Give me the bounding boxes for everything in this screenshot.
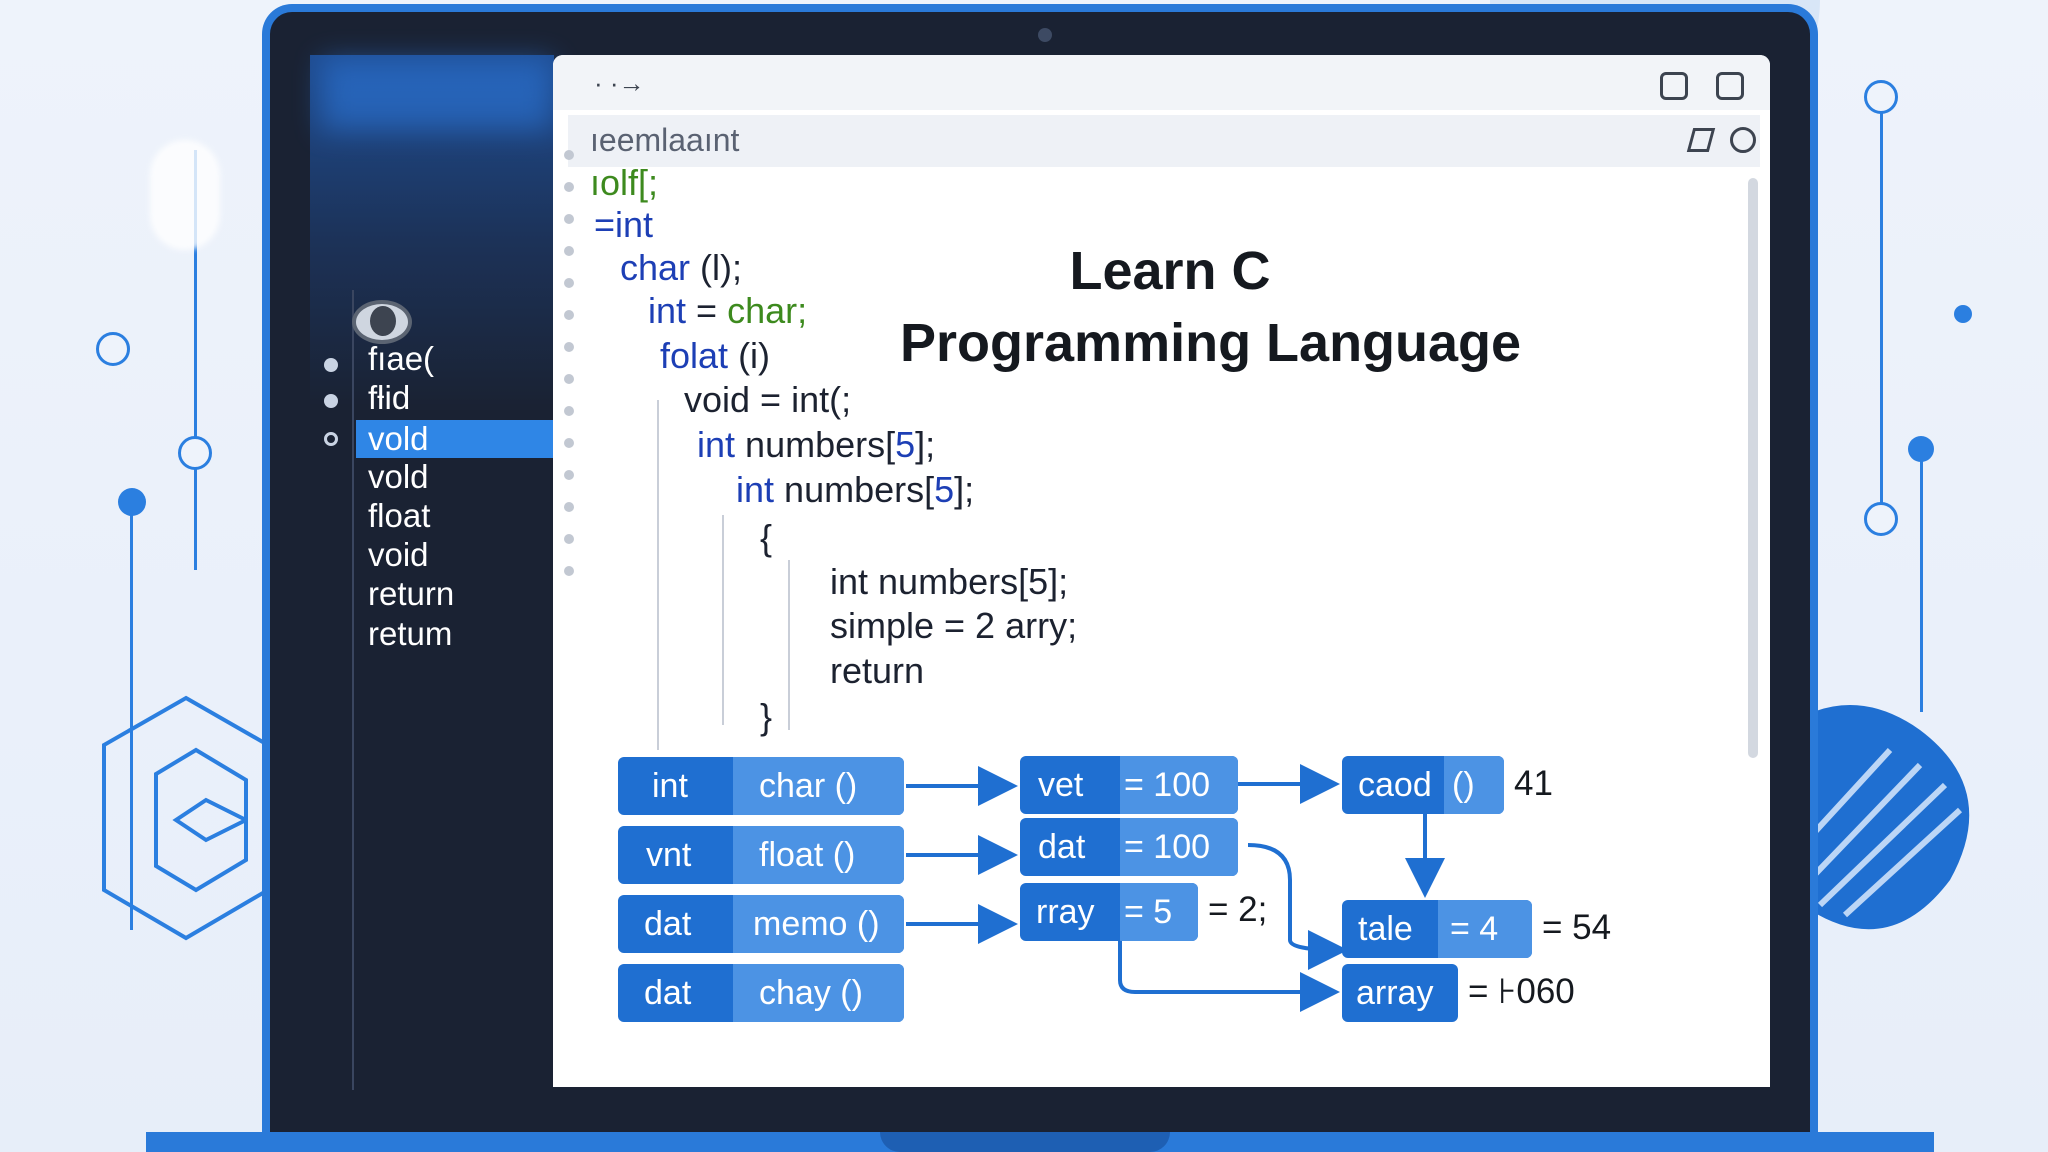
sidebar-item[interactable]: fıae( bbox=[368, 340, 435, 377]
sidebar-item-active[interactable]: vold bbox=[356, 420, 554, 458]
code-line[interactable]: char (l); bbox=[620, 247, 743, 288]
window-titlebar bbox=[553, 55, 1770, 110]
type-block[interactable]: dat chay () bbox=[618, 964, 904, 1022]
variable-block[interactable]: array bbox=[1342, 964, 1458, 1022]
indent-guide bbox=[722, 515, 724, 725]
tab-title[interactable]: ıeemlaaınt bbox=[590, 122, 740, 158]
indent-guide bbox=[788, 560, 790, 730]
sidebar-bullet bbox=[324, 394, 338, 408]
variable-block[interactable]: dat = 100 bbox=[1020, 818, 1238, 876]
variable-block[interactable]: vet = 100 bbox=[1020, 756, 1238, 814]
webcam-icon bbox=[1038, 28, 1052, 42]
diagram-annotation: 41 bbox=[1514, 764, 1553, 803]
code-line[interactable]: =int bbox=[594, 204, 654, 245]
decor-ring bbox=[96, 332, 130, 366]
code-line[interactable]: int numbers[5]; bbox=[697, 424, 936, 465]
laptop-hinge bbox=[880, 1132, 1170, 1152]
decor-line bbox=[1880, 100, 1883, 520]
sidebar-item[interactable]: vold bbox=[368, 458, 429, 495]
sidebar-divider bbox=[352, 290, 354, 1090]
eye-pupil bbox=[370, 306, 396, 336]
sidebar-item[interactable]: float bbox=[368, 497, 431, 534]
code-line[interactable]: void = int(; bbox=[684, 379, 852, 420]
decor-ring bbox=[1864, 80, 1898, 114]
diagram-annotation: = 2; bbox=[1208, 890, 1268, 929]
page-title: Learn C bbox=[1069, 241, 1271, 301]
sidebar-item[interactable]: retum bbox=[368, 615, 453, 652]
sidebar-bullet bbox=[324, 358, 338, 372]
sidebar-item[interactable]: return bbox=[368, 575, 455, 612]
tab-bar bbox=[568, 115, 1760, 167]
code-line[interactable]: simple = 2 arry; bbox=[830, 605, 1078, 646]
light-glare bbox=[150, 140, 220, 250]
code-line[interactable]: int numbers[5]; bbox=[830, 561, 1069, 602]
code-line[interactable]: { bbox=[760, 517, 773, 558]
type-block[interactable]: vnt float () bbox=[618, 826, 904, 884]
code-line[interactable]: int = char; bbox=[648, 290, 808, 331]
page-subtitle: Programming Language bbox=[900, 313, 1522, 373]
line-gutter bbox=[564, 150, 576, 590]
nav-arrows-icon[interactable]: · ·→ bbox=[594, 68, 645, 98]
variable-block[interactable]: tale = 4 bbox=[1342, 900, 1532, 958]
decor-ring bbox=[1864, 502, 1898, 536]
code-line[interactable]: } bbox=[760, 696, 773, 737]
decor-dot bbox=[118, 488, 146, 516]
code-line[interactable]: int numbers[5]; bbox=[736, 469, 975, 510]
decor-dot bbox=[1954, 305, 1972, 323]
type-block[interactable]: int char () bbox=[618, 757, 904, 815]
camera-icon[interactable] bbox=[1660, 72, 1688, 100]
function-block[interactable]: caod () bbox=[1342, 756, 1504, 814]
code-line[interactable]: return bbox=[830, 650, 925, 691]
save-icon[interactable] bbox=[1716, 72, 1744, 100]
code-line[interactable]: folat (i) bbox=[660, 335, 771, 376]
sidebar-item[interactable]: void bbox=[368, 536, 429, 573]
diagram-annotation: = ⊦060 bbox=[1468, 972, 1575, 1011]
variable-block[interactable]: rray = 5 bbox=[1020, 883, 1198, 941]
decor-ring bbox=[178, 436, 212, 470]
sidebar-bullet bbox=[324, 432, 338, 446]
sidebar-highlight bbox=[322, 60, 552, 130]
indent-guide bbox=[657, 400, 659, 750]
decor-line bbox=[130, 500, 133, 930]
decor-dot bbox=[1908, 436, 1934, 462]
decor-line bbox=[1920, 450, 1923, 712]
diagram-annotation: = 54 bbox=[1542, 908, 1612, 947]
type-block[interactable]: dat memo () bbox=[618, 895, 904, 953]
code-line[interactable]: ıolf[; bbox=[590, 162, 659, 203]
sidebar bbox=[310, 55, 554, 1087]
clock-icon[interactable] bbox=[1730, 127, 1756, 153]
sidebar-item[interactable]: fƚid bbox=[368, 379, 411, 416]
editor-scrollbar[interactable] bbox=[1748, 178, 1758, 758]
decor-line bbox=[194, 150, 197, 570]
